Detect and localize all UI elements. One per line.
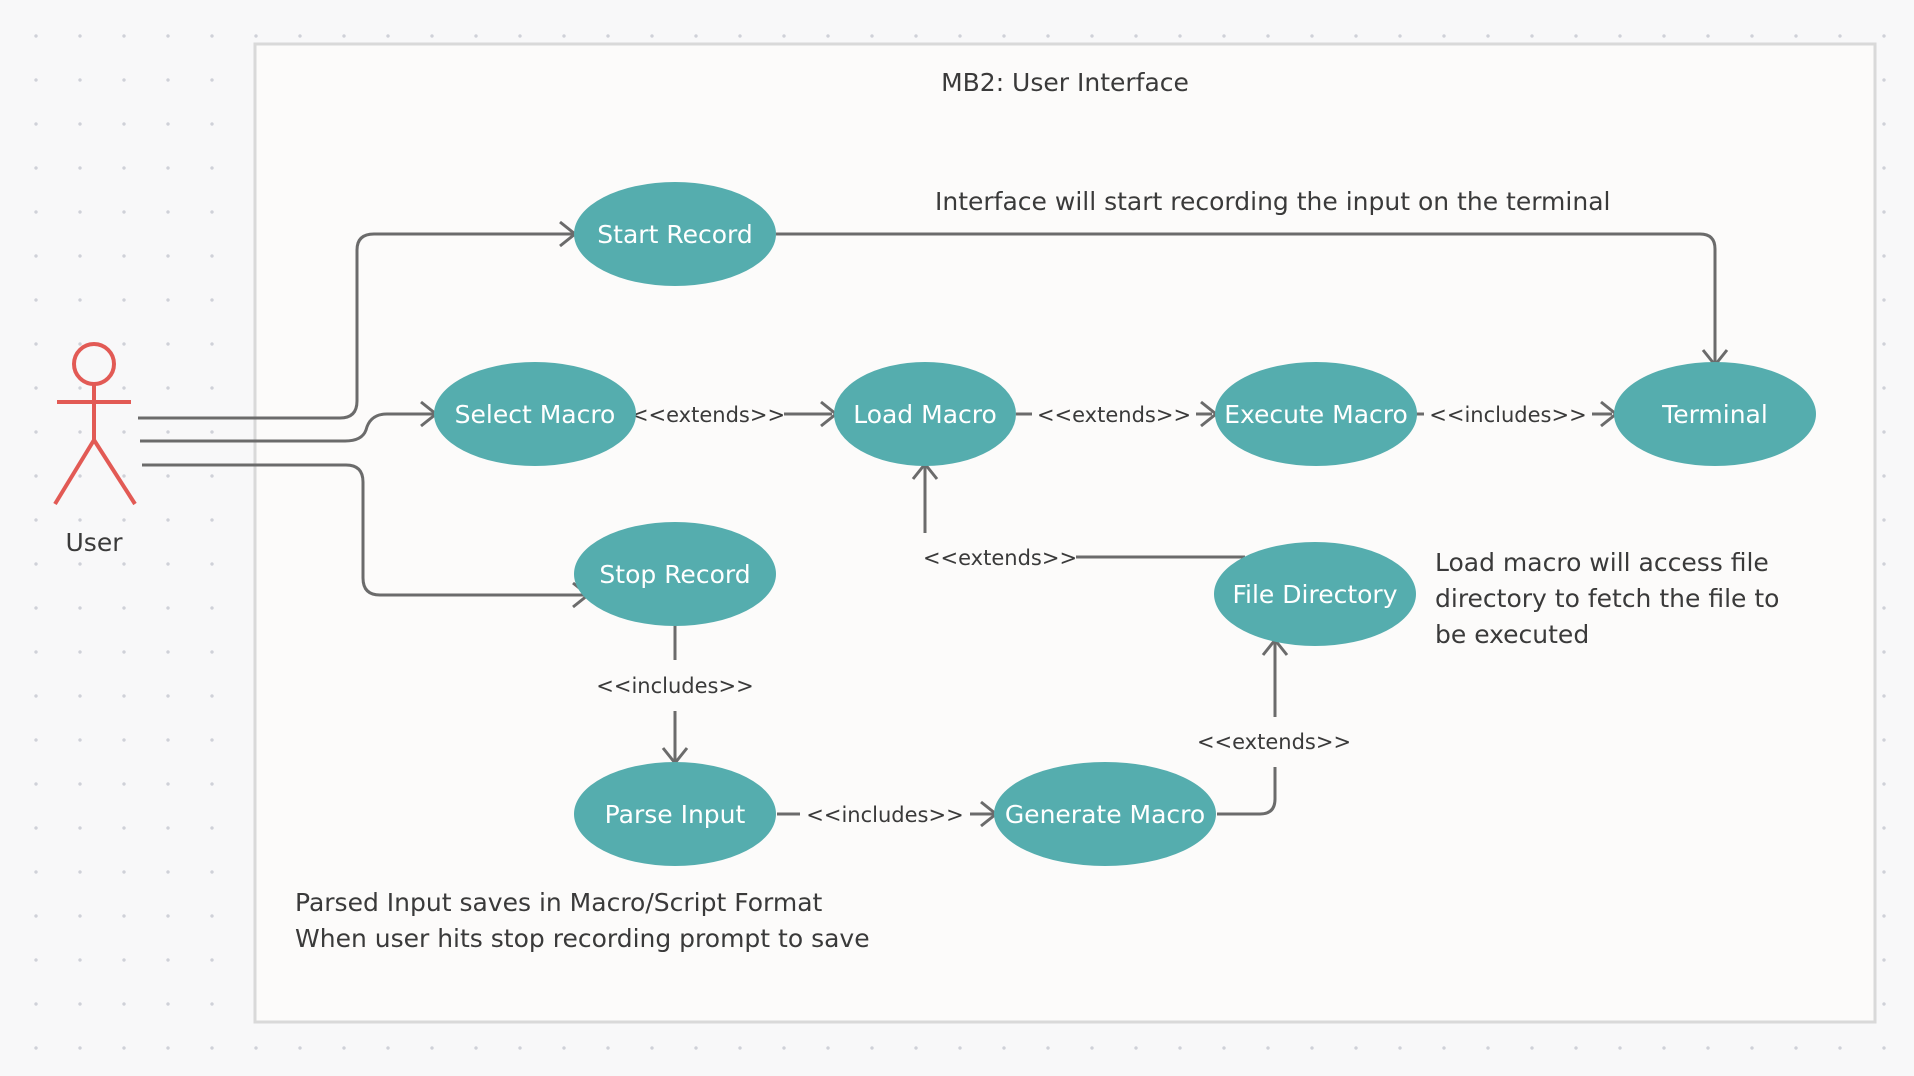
connector-user-stop-record (142, 463, 586, 597)
connector-start-terminal (776, 232, 1717, 362)
note-file-directory-line-2: directory to fetch the file to (1435, 584, 1779, 613)
relation-load-execute: <<extends>> (1037, 403, 1191, 427)
relation-parse-generate: <<includes>> (806, 803, 963, 827)
use-case-start-record-label: Start Record (597, 220, 752, 249)
use-case-parse-input-label: Parse Input (605, 800, 746, 829)
relation-filedir-load: <<extends>> (923, 546, 1077, 570)
connector-user-start-record (138, 232, 573, 420)
use-case-select-macro-label: Select Macro (455, 400, 616, 429)
use-case-generate-macro-label: Generate Macro (1005, 800, 1205, 829)
note-parse-line-2: When user hits stop recording prompt to … (295, 924, 870, 953)
use-case-terminal[interactable]: Terminal (1614, 362, 1816, 466)
use-case-parse-input[interactable]: Parse Input (574, 762, 776, 866)
use-case-file-directory[interactable]: File Directory (1214, 542, 1416, 646)
note-parse-line-1: Parsed Input saves in Macro/Script Forma… (295, 888, 823, 917)
relation-execute-terminal: <<includes>> (1429, 403, 1586, 427)
note-file-directory-line-1: Load macro will access file (1435, 548, 1769, 577)
use-case-generate-macro[interactable]: Generate Macro (994, 762, 1216, 866)
system-title: MB2: User Interface (941, 68, 1189, 97)
use-case-file-directory-label: File Directory (1232, 580, 1397, 609)
connector-generate-filedir (1217, 767, 1277, 816)
relation-select-load: <<extends>> (631, 403, 785, 427)
use-case-execute-macro-label: Execute Macro (1224, 400, 1408, 429)
actor-user-label: User (66, 528, 124, 557)
use-case-execute-macro[interactable]: Execute Macro (1215, 362, 1417, 466)
relation-stop-parse: <<includes>> (596, 674, 753, 698)
actor-user-icon (53, 342, 137, 506)
use-case-stop-record[interactable]: Stop Record (574, 522, 776, 626)
use-case-start-record[interactable]: Start Record (574, 182, 776, 286)
note-start-record: Interface will start recording the input… (935, 187, 1610, 216)
use-case-load-macro-label: Load Macro (853, 400, 997, 429)
use-case-load-macro[interactable]: Load Macro (834, 362, 1016, 466)
use-case-stop-record-label: Stop Record (599, 560, 750, 589)
note-file-directory-line-3: be executed (1435, 620, 1589, 649)
use-case-terminal-label: Terminal (1661, 400, 1768, 429)
relation-generate-filedir: <<extends>> (1197, 730, 1351, 754)
use-case-select-macro[interactable]: Select Macro (434, 362, 636, 466)
connector-user-select-macro (140, 412, 434, 443)
